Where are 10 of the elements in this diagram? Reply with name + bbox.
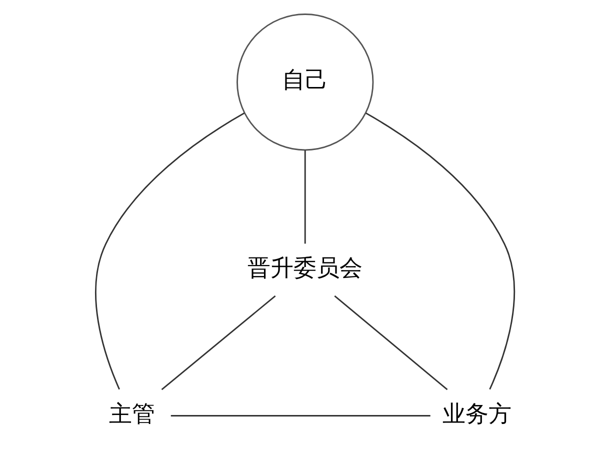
node-circle: 自己	[236, 14, 374, 151]
connector	[366, 112, 516, 390]
node-text: 主管	[108, 401, 155, 428]
connector	[334, 295, 448, 390]
connector	[304, 150, 306, 244]
node-text: 业务方	[442, 401, 512, 428]
node-text: 晋升委员会	[248, 255, 363, 282]
connector	[161, 295, 276, 390]
connector	[170, 415, 430, 416]
connector	[95, 112, 245, 390]
